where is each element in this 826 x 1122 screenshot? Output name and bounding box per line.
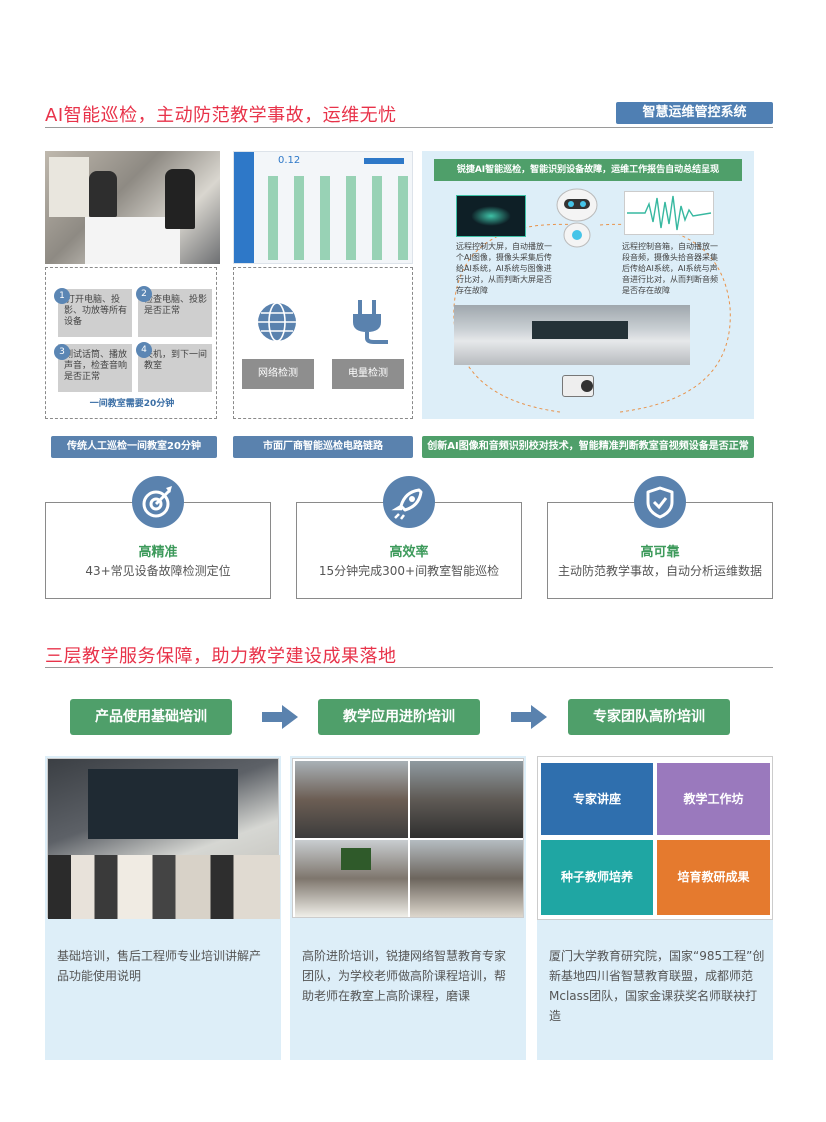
photo-person-1 [89, 171, 117, 217]
ai-banner: 锐捷AI智能巡检，智能识别设备故障，运维工作报告自动总结呈现 [434, 159, 742, 181]
step-1-num: 1 [54, 288, 70, 304]
tile-expert-lecture: 专家讲座 [541, 763, 653, 835]
photo-collage-1 [295, 761, 408, 838]
feature-desc-efficiency: 15分钟完成300+间教室智能巡检 [318, 564, 500, 578]
camera-lens [581, 380, 593, 392]
level-expert: 专家团队高阶培训 [568, 699, 730, 735]
tile-workshop: 教学工作坊 [657, 763, 770, 835]
panel-expert: 专家讲座 教学工作坊 种子教师培养 培育教研成果 厦门大学教育研究院，国家“98… [537, 756, 773, 1060]
power-plug-icon [353, 300, 388, 344]
software-header-bar [364, 158, 404, 164]
feature-desc-precision: 43+常见设备故障检测定位 [85, 564, 231, 578]
ai-screen-glow [471, 206, 511, 226]
robot-icon [556, 188, 598, 248]
tile-seed-teacher: 种子教师培养 [541, 840, 653, 915]
inspection-photo [45, 151, 220, 264]
tile-workshop-label: 教学工作坊 [683, 792, 744, 806]
tile-research-results-label: 培育教研成果 [677, 870, 750, 884]
feature-title-precision: 高精准 [138, 545, 178, 560]
ai-screen-image [456, 195, 526, 237]
feature-title-reliability: 高可靠 [640, 545, 680, 560]
section2-divider [45, 667, 773, 668]
photo-display [88, 769, 238, 839]
section1-divider [45, 127, 773, 128]
step-3-text: 测试话筒、播放声音，检查音响是否正常 [64, 350, 128, 382]
target-icon [132, 476, 184, 528]
globe-icon [258, 302, 296, 342]
photo-collage-screen [341, 848, 371, 870]
photo-collage-2 [410, 761, 523, 838]
arrow-right-icon [262, 705, 298, 729]
photo-person-2 [165, 169, 195, 229]
feature-desc-reliability: 主动防范教学事故，自动分析运维数据 [557, 564, 762, 578]
traditional-steps-box: 打开电脑、投影、功放等所有设备 1 检查电脑、投影是否正常 2 测试话筒、播放声… [45, 267, 217, 419]
step-3-card: 测试话筒、播放声音，检查音响是否正常 [58, 344, 132, 392]
vendor-box: 网络检测 电量检测 [233, 267, 413, 419]
level-advanced: 教学应用进阶培训 [318, 699, 480, 735]
tile-seed-teacher-label: 种子教师培养 [560, 870, 633, 884]
section1-title: AI智能巡检，主动防范教学事故，运维无忧 [45, 105, 397, 126]
ai-label: 创新AI图像和音频识别校对技术，智能精准判断教室音视频设备是否正常 [422, 436, 754, 458]
photo-audience [48, 855, 280, 919]
level-basic: 产品使用基础培训 [70, 699, 232, 735]
desc-basic: 基础培训，售后工程师专业培训讲解产品功能使用说明 [57, 949, 262, 983]
classroom-photo [454, 305, 690, 365]
software-screenshot: 0.12 [233, 151, 413, 264]
ai-left-text: 远程控制大屏，自动播放一个AI图像，摄像头采集后传给AI系统，AI系统与图像进行… [456, 242, 552, 295]
expert-tiles-frame: 专家讲座 教学工作坊 种子教师培养 培育教研成果 [537, 756, 773, 920]
network-check-button: 网络检测 [242, 359, 314, 389]
panel-basic: 基础培训，售后工程师专业培训讲解产品功能使用说明 [45, 756, 281, 1060]
feature-title-efficiency: 高效率 [389, 545, 429, 560]
training-photo-basic [47, 758, 280, 919]
step-1-card: 打开电脑、投影、功放等所有设备 [58, 289, 132, 337]
training-photo-advanced [292, 758, 524, 918]
arrow-right-icon [511, 705, 547, 729]
photo-collage-3 [295, 840, 408, 917]
tile-expert-lecture-label: 专家讲座 [572, 792, 621, 806]
shield-check-icon [634, 476, 686, 528]
ai-panel: 锐捷AI智能巡检，智能识别设备故障，运维工作报告自动总结呈现 远程控制大屏，自动… [422, 151, 754, 419]
software-sidebar [234, 152, 254, 263]
tile-research-results: 培育教研成果 [657, 840, 770, 915]
photo-desk [85, 217, 180, 264]
step-2-card: 检查电脑、投影是否正常 [138, 289, 212, 337]
waveform-icon [627, 195, 712, 231]
photo-window [49, 157, 89, 217]
ai-waveform-image [624, 191, 714, 235]
step-3-num: 3 [54, 344, 70, 360]
camera-device [562, 375, 594, 397]
vendor-label: 市面厂商智能巡检电路链路 [233, 436, 413, 458]
system-badge: 智慧运维管控系统 [616, 102, 773, 124]
step-4-num: 4 [136, 342, 152, 358]
traditional-label: 传统人工巡检一间教室20分钟 [51, 436, 217, 458]
power-check-button: 电量检测 [332, 359, 404, 389]
section2-title: 三层教学服务保障，助力教学建设成果落地 [45, 646, 397, 667]
software-grid [260, 176, 410, 260]
traditional-note: 一间教室需要20分钟 [89, 399, 175, 409]
desc-expert: 厦门大学教育研究院，国家“985工程”创新基地四川省智慧教育联盟，成都师范Mcl… [549, 949, 765, 1023]
panel-advanced: 高阶进阶培训，锐捷网络智慧教育专家团队，为学校老师做高阶课程培训，帮助老师在教室… [290, 756, 526, 1060]
rocket-icon [383, 476, 435, 528]
photo-collage-4 [410, 840, 523, 917]
desc-advanced: 高阶进阶培训，锐捷网络智慧教育专家团队，为学校老师做高阶课程培训，帮助老师在教室… [302, 949, 507, 1003]
feature-card-precision: 高精准 43+常见设备故障检测定位 [45, 502, 271, 599]
step-1-text: 打开电脑、投影、功放等所有设备 [64, 295, 128, 327]
classroom-board [532, 321, 628, 339]
ai-right-text: 远程控制音箱，自动播放一段音频，摄像头拾音器采集后传给AI系统，AI系统与声音进… [622, 242, 718, 295]
software-value: 0.12 [278, 155, 301, 166]
step-4-text: 关机，到下一间教室 [144, 350, 208, 371]
step-2-num: 2 [136, 286, 152, 302]
loop-arrows [453, 223, 731, 413]
step-2-text: 检查电脑、投影是否正常 [144, 295, 208, 316]
